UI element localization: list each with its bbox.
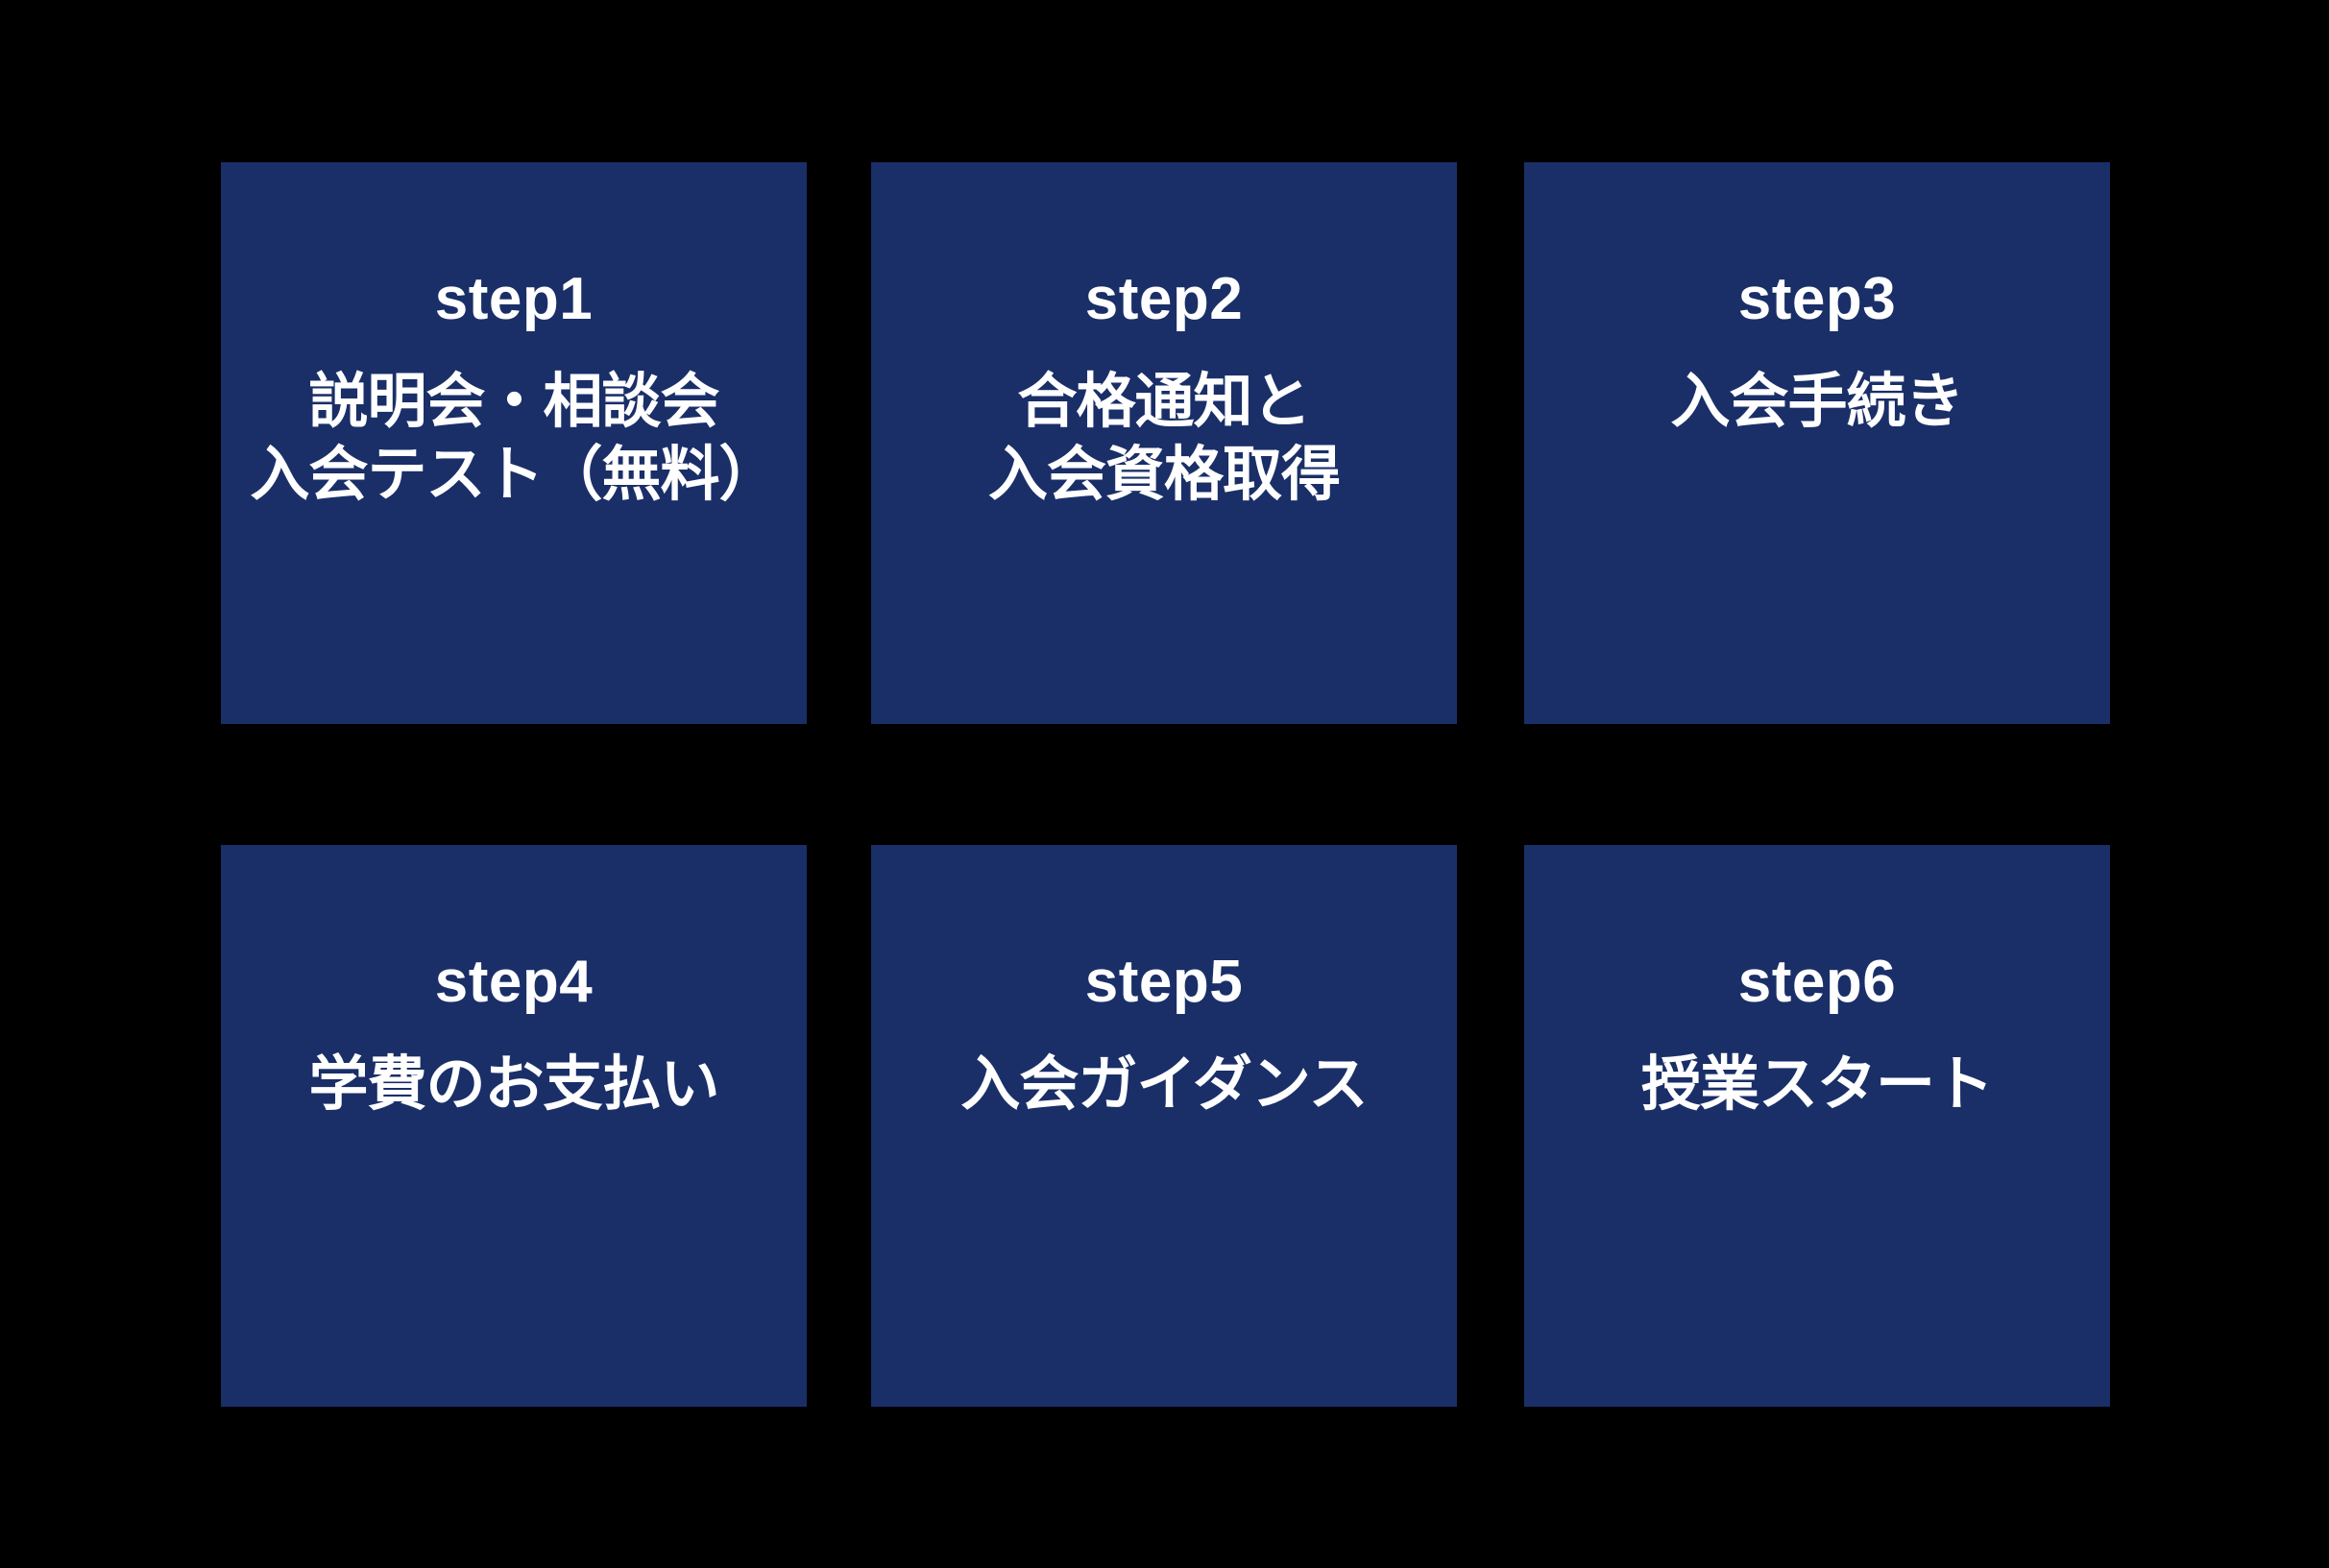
step-card-6-body: 授業スタート — [1532, 1048, 2102, 1121]
step-card-4-body-line-1: 学費のお支払い — [308, 1049, 719, 1120]
step-card-2-body-line-1: 合格通知と — [1017, 366, 1311, 437]
step-card-3-body-line-1: 入会手続き — [1670, 366, 1964, 437]
step-card-2-label: step2 — [1084, 266, 1244, 332]
step-card-4-label: step4 — [434, 949, 594, 1015]
step-card-3[interactable]: step3 入会手続き — [1524, 162, 2110, 724]
step-card-3-body: 入会手続き — [1532, 365, 2102, 438]
step-card-3-content: step3 入会手続き — [1524, 268, 2110, 438]
step-card-2-body: 合格通知と 入会資格取得 — [879, 365, 1449, 510]
step-card-3-label: step3 — [1737, 266, 1897, 332]
step-card-6[interactable]: step6 授業スタート — [1524, 845, 2110, 1407]
step-card-5-label: step5 — [1084, 949, 1244, 1015]
step-card-6-content: step6 授業スタート — [1524, 951, 2110, 1121]
step-card-4[interactable]: step4 学費のお支払い — [221, 845, 807, 1407]
step-card-1-body-line-1: 説明会・相談会 — [308, 366, 719, 437]
step-card-1[interactable]: step1 説明会・相談会 入会テスト（無料） — [221, 162, 807, 724]
step-card-5[interactable]: step5 入会ガイダンス — [871, 845, 1457, 1407]
step-card-2-content: step2 合格通知と 入会資格取得 — [871, 268, 1457, 510]
step-card-1-content: step1 説明会・相談会 入会テスト（無料） — [221, 268, 807, 510]
step-card-6-label: step6 — [1737, 949, 1897, 1015]
step-card-4-body: 学費のお支払い — [229, 1048, 799, 1121]
step-card-4-content: step4 学費のお支払い — [221, 951, 807, 1121]
step-card-5-body: 入会ガイダンス — [879, 1048, 1449, 1121]
step-card-6-body-line-1: 授業スタート — [1640, 1049, 1994, 1120]
step-card-1-body-line-2: 入会テスト（無料） — [250, 438, 778, 509]
step-card-2[interactable]: step2 合格通知と 入会資格取得 — [871, 162, 1457, 724]
step-card-5-content: step5 入会ガイダンス — [871, 951, 1457, 1121]
step-card-1-label: step1 — [434, 266, 594, 332]
step-card-1-body: 説明会・相談会 入会テスト（無料） — [229, 365, 799, 510]
step-card-5-body-line-1: 入会ガイダンス — [960, 1049, 1368, 1120]
step-card-2-body-line-2: 入会資格取得 — [987, 438, 1341, 509]
